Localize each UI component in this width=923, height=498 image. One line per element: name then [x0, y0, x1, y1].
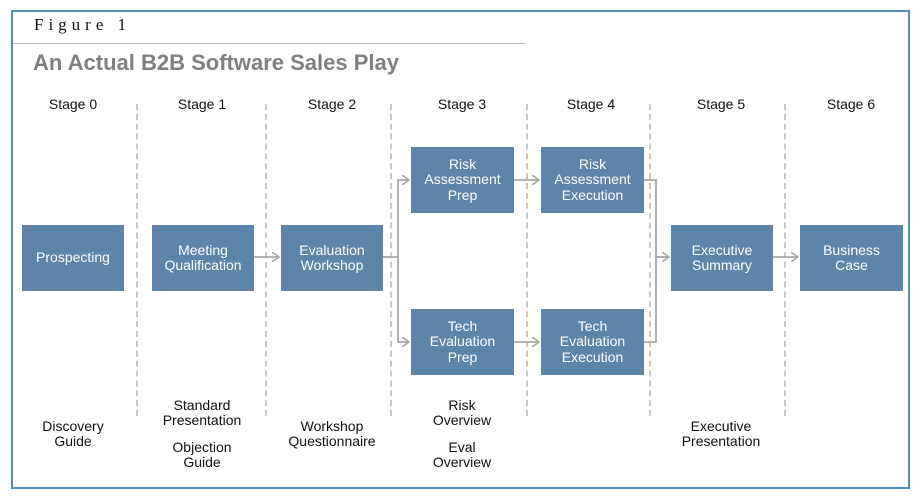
box-prospecting: Prospecting [22, 225, 124, 291]
note-risk-overview: Risk Overview [432, 397, 492, 428]
figure-frame [11, 10, 910, 489]
box-evaluation-workshop: Evaluation Workshop [281, 225, 383, 291]
stage-divider [784, 104, 786, 416]
title-rule [13, 43, 525, 44]
box-executive-summary: Executive Summary [671, 225, 773, 291]
note-workshop-questionnaire: Workshop Questionnaire [288, 418, 376, 449]
stage-6-label: Stage 6 [826, 96, 876, 112]
stage-5-label: Stage 5 [696, 96, 746, 112]
stage-divider [390, 104, 392, 416]
stage-2-label: Stage 2 [307, 96, 357, 112]
box-tech-evaluation-execution: Tech Evaluation Execution [541, 309, 644, 375]
diagram-title: An Actual B2B Software Sales Play [33, 50, 399, 75]
connector-risk-execution-out [644, 179, 657, 343]
box-business-case: Business Case [800, 225, 903, 291]
stage-divider [649, 104, 651, 416]
arrow-workshop-to-risk-prep [397, 180, 409, 257]
stage-divider [136, 104, 138, 416]
note-objection-guide: Objection Guide [172, 439, 232, 470]
stage-3-label: Stage 3 [437, 96, 487, 112]
box-tech-evaluation-prep: Tech Evaluation Prep [411, 309, 514, 375]
figure-label: Figure 1 [34, 15, 132, 34]
note-standard-presentation: Standard Presentation [162, 397, 242, 428]
box-risk-assessment-execution: Risk Assessment Execution [541, 147, 644, 213]
note-executive-presentation: Executive Presentation [681, 418, 761, 449]
stage-4-label: Stage 4 [566, 96, 616, 112]
stage-1-label: Stage 1 [177, 96, 227, 112]
stage-divider [265, 104, 267, 416]
note-discovery-guide: Discovery Guide [42, 418, 104, 449]
arrow-workshop-to-tech-prep [397, 257, 409, 342]
note-eval-overview: Eval Overview [432, 439, 492, 470]
box-meeting-qualification: Meeting Qualification [152, 225, 254, 291]
box-risk-assessment-prep: Risk Assessment Prep [411, 147, 514, 213]
stage-0-label: Stage 0 [48, 96, 98, 112]
stage-divider [526, 104, 528, 416]
